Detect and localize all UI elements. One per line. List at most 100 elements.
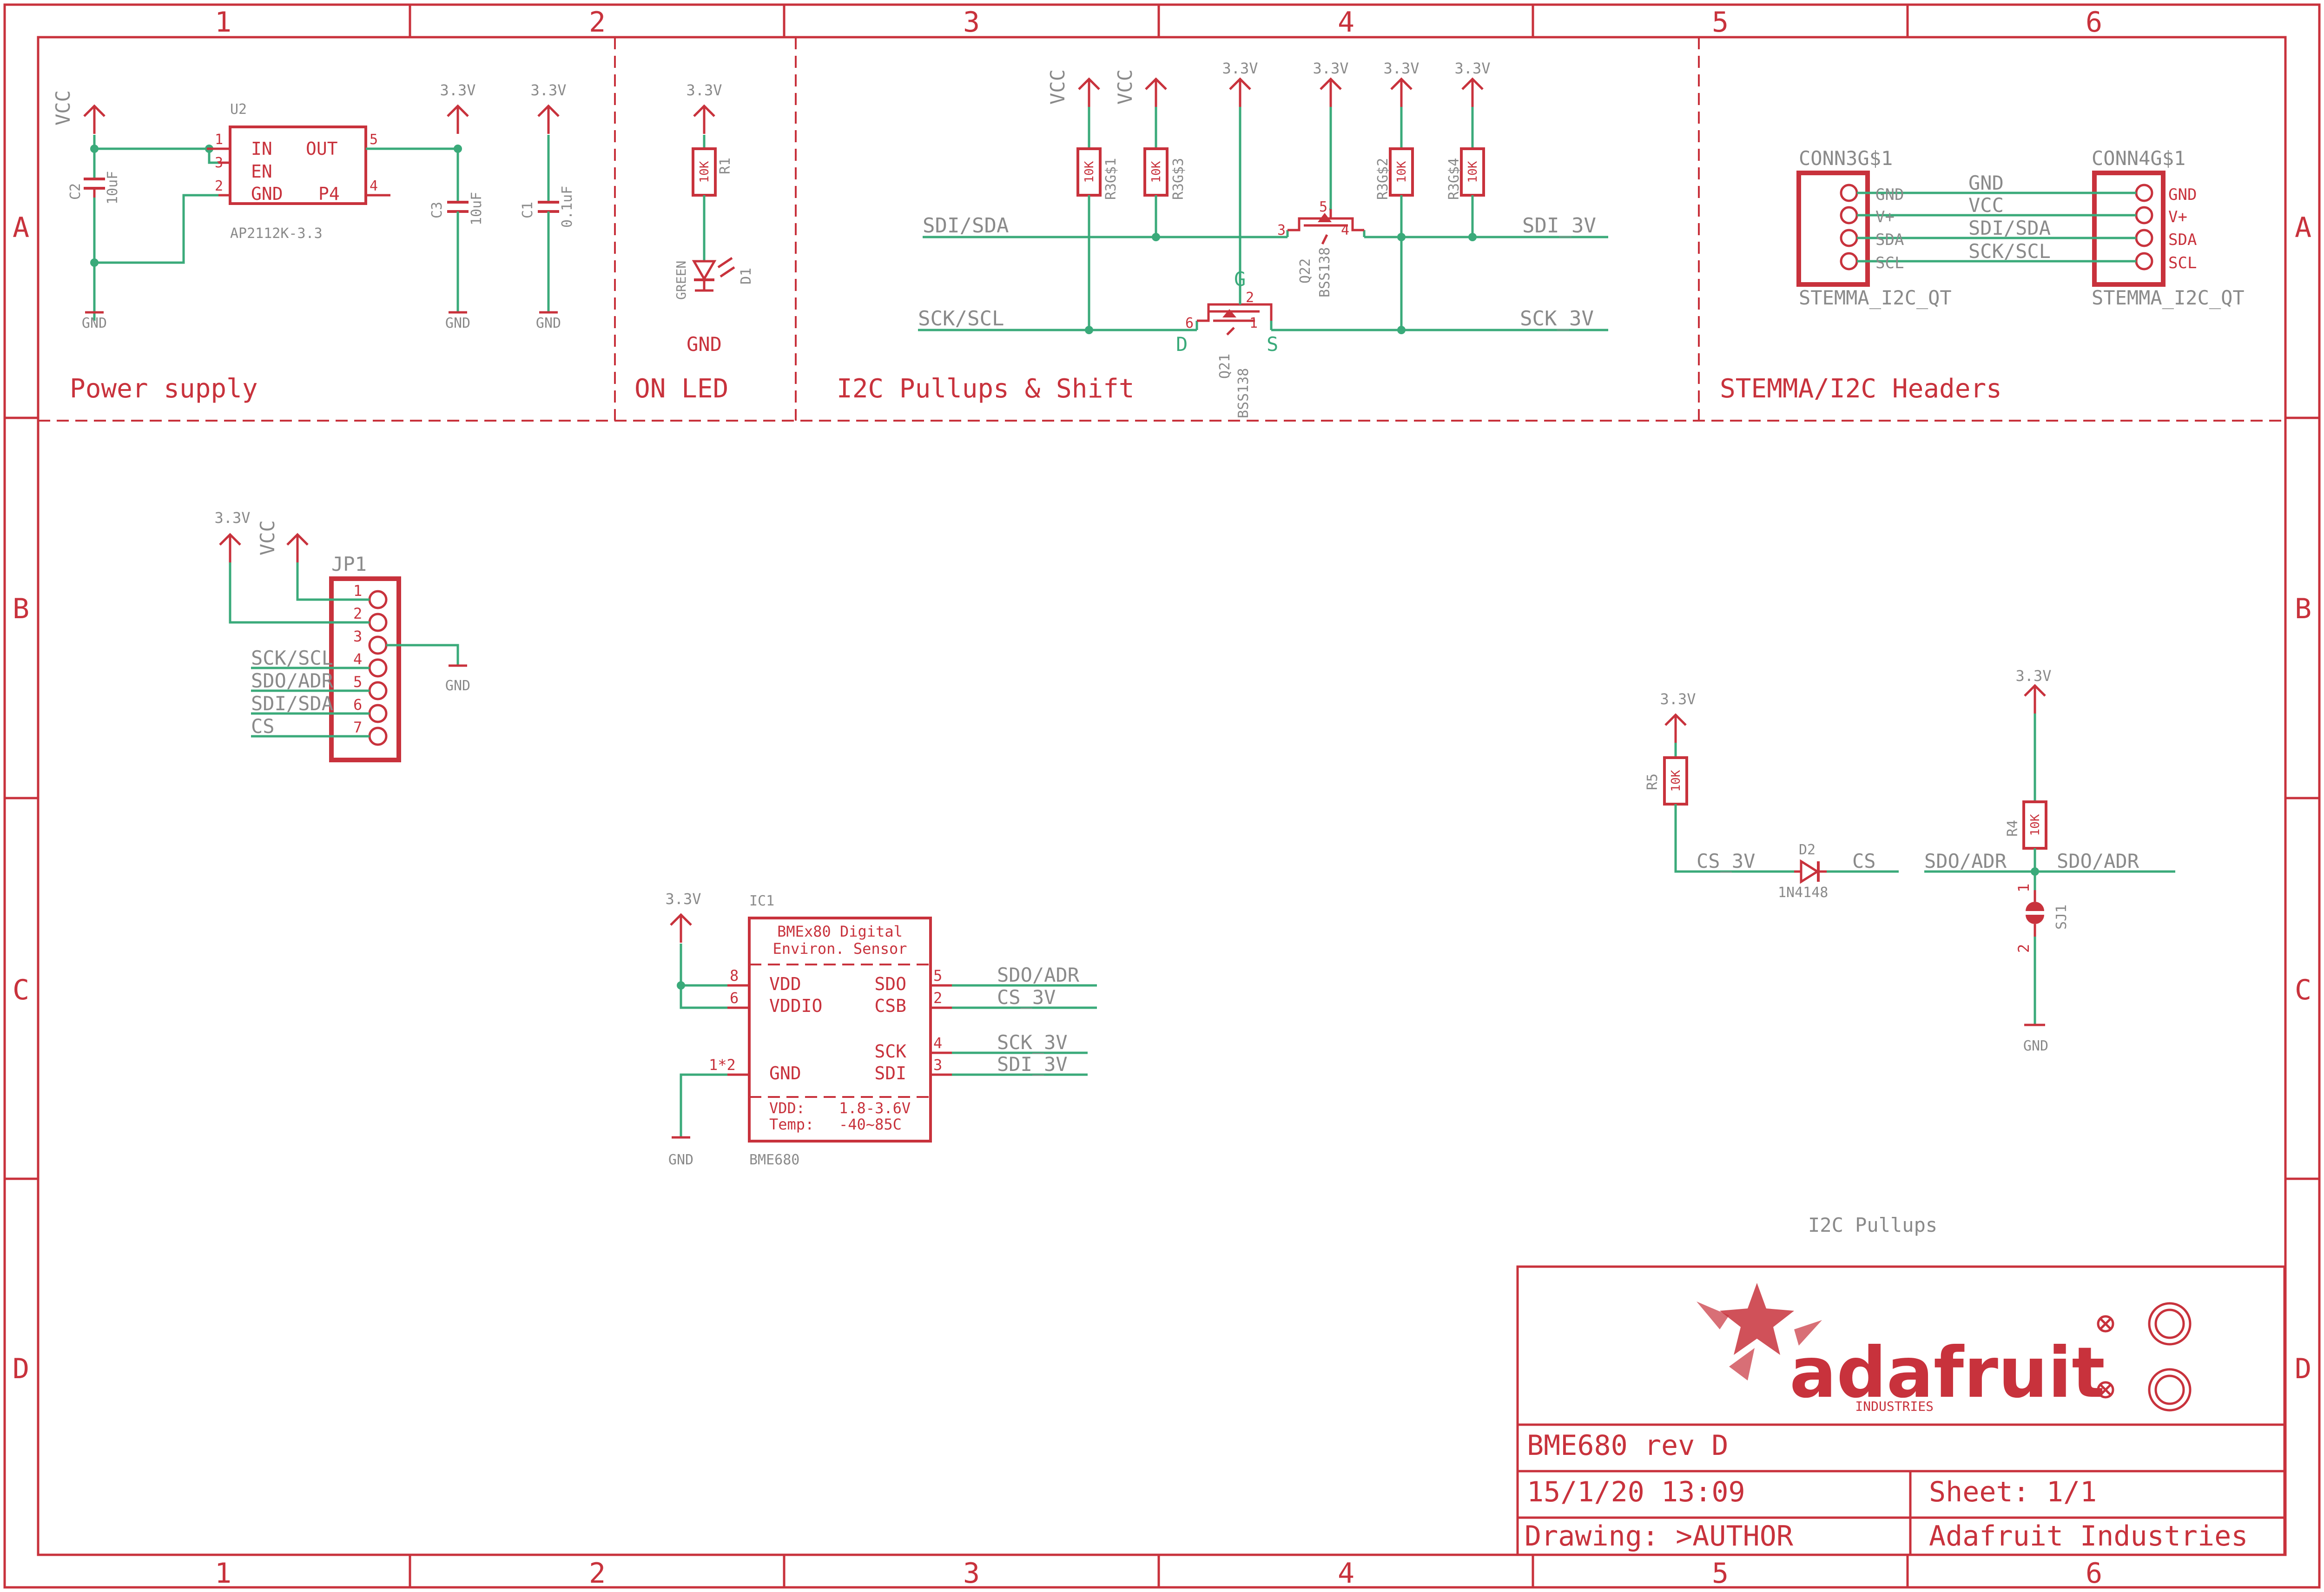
ic1-pin-num-6: 6	[730, 989, 739, 1007]
conn4-pin-gnd: GND	[2168, 185, 2197, 204]
conn3-name: CONN3G$1	[1799, 147, 1893, 170]
frame-row-a-right: A	[2295, 211, 2311, 244]
ic1-3v3-label: 3.3V	[665, 890, 701, 908]
jp1-vcc-label: VCC	[256, 520, 279, 555]
conn3-pin-gnd: GND	[1875, 185, 1904, 204]
ic1-vdd-label: VDD:	[769, 1099, 805, 1117]
frame-col-4-bottom: 4	[1338, 1557, 1354, 1590]
r5-name: R5	[1644, 773, 1661, 790]
ic1-net-sdi-3v: SDI_3V	[997, 1053, 1068, 1076]
frame-row-d-left: D	[13, 1353, 29, 1385]
r3g3-name: R3G$3	[1170, 158, 1187, 200]
ic1-pin-csb: CSB	[874, 996, 906, 1016]
conn4-body	[2092, 171, 2166, 287]
led-3v3-label: 3.3V	[686, 81, 722, 99]
r4-3v3-label: 3.3V	[2015, 667, 2051, 685]
power-supply-section: VCC C2 10uF GND IN EN GND OUT P4 1 2 3 4…	[52, 81, 575, 331]
u2-value: AP2112K-3.3	[230, 225, 323, 242]
frame-row-d-right: D	[2295, 1353, 2311, 1385]
conn4-value: STEMMA_I2C_QT	[2092, 286, 2245, 309]
frame-col-6-bottom: 6	[2086, 1557, 2102, 1590]
ic1-body	[748, 917, 932, 1143]
q21-drain-label: D	[1176, 333, 1188, 356]
r4-value: 10K	[2028, 814, 2042, 836]
stemma-net-sck-scl: SCK/SCL	[1968, 240, 2051, 263]
drawing-title: BME680 rev D	[1527, 1429, 1728, 1462]
jp1-net-sck-scl: SCK/SCL	[251, 647, 333, 669]
frame-col-3-bottom: 3	[963, 1557, 980, 1590]
c1-3v3-label: 3.3V	[530, 81, 566, 99]
section-title-i2c-pullups: I2C Pullups	[1808, 1214, 1937, 1236]
conn3-body	[1796, 171, 1870, 287]
r3g3-value: 10K	[1149, 161, 1163, 183]
c2-value: 10uF	[105, 171, 121, 205]
adr-net-right: SDO/ADR	[2057, 850, 2139, 872]
frame-col-4-top: 4	[1338, 6, 1354, 39]
r3g2-value: 10K	[1395, 161, 1409, 183]
conn3-pin-vplus: V+	[1875, 208, 1895, 226]
c3-value: 10uF	[469, 192, 485, 225]
jp1-net-sdo-adr: SDO/ADR	[251, 669, 334, 692]
ic1-pin-sdo: SDO	[874, 974, 906, 994]
conn4-pin-sda: SDA	[2168, 231, 2197, 249]
r4-name: R4	[2005, 820, 2021, 837]
c2-name: C2	[67, 183, 84, 200]
u2-pin-5: 5	[370, 132, 378, 148]
section-title-on-led: ON LED	[634, 374, 728, 404]
q21-pin-g: 2	[1246, 290, 1254, 306]
q22-pin-s: 3	[1277, 222, 1286, 238]
drawing-company: Adafruit Industries	[1929, 1520, 2248, 1552]
frame-row-a-left: A	[13, 211, 29, 244]
q21-gate-label: G	[1234, 268, 1246, 291]
u2-pin-gnd: GND	[251, 184, 283, 204]
q21-pin-d: 6	[1185, 315, 1194, 331]
q22-pin-d: 4	[1341, 222, 1349, 238]
frame-col-3-top: 3	[963, 6, 980, 39]
net-sck-scl-label: SCK/SCL	[918, 307, 1004, 330]
c2-gnd-label: GND	[82, 315, 107, 331]
r5-value: 10K	[1669, 770, 1683, 792]
drawing-author: Drawing: >AUTHOR	[1525, 1520, 1794, 1552]
cs-circuit-section: 3.3V 10K R5 CS_3V CS D2 1N4148	[1644, 690, 1899, 901]
net-sdi-3v-label: SDI_3V	[1522, 214, 1596, 238]
sj1-pin-1: 1	[2015, 884, 2033, 892]
vcc-label: VCC	[52, 90, 74, 126]
ic1-title-line-1: BMEx80 Digital	[777, 923, 903, 940]
frame-col-6-top: 6	[2086, 6, 2102, 39]
d2-diode-symbol	[1794, 859, 1827, 884]
r3g4-name: R3G$4	[1446, 158, 1462, 200]
u2-pin-3: 3	[215, 155, 223, 171]
ic1-net-sck-3v: SCK_3V	[997, 1031, 1068, 1054]
i2c-3v3-label-2: 3.3V	[1313, 59, 1348, 77]
frame-col-5-bottom: 5	[1712, 1557, 1729, 1590]
ic1-temp-label: Temp:	[769, 1116, 814, 1133]
frame-col-2-top: 2	[589, 6, 606, 39]
ic1-pin-vddio: VDDIO	[769, 996, 822, 1016]
conn3-pin-sda: SDA	[1875, 231, 1904, 249]
r5-3v3-label: 3.3V	[1660, 690, 1696, 708]
jp1-body	[329, 576, 401, 762]
section-title-i2c-pullups-shift: I2C Pullups & Shift	[837, 374, 1135, 404]
frame-col-1-bottom: 1	[215, 1557, 231, 1590]
drawing-frame	[3, 3, 2321, 1589]
ic1-net-sdo-adr: SDO/ADR	[997, 964, 1080, 986]
u2-pin-4: 4	[370, 178, 378, 194]
ic1-temp-value: -40~85C	[839, 1116, 902, 1133]
section-title-power-supply: Power supply	[70, 374, 258, 404]
q21-source-label: S	[1267, 333, 1278, 356]
jp1-net-cs: CS	[251, 715, 275, 738]
stemma-section: CONN3G$1 CONN4G$1 STEMMA_I2C_QT STEMMA_I…	[1796, 147, 2245, 309]
frame-row-c-right: C	[2295, 974, 2311, 1006]
ic1-pin-num-1-2: 1*2	[709, 1056, 736, 1074]
jp1-pin-7: 7	[353, 719, 362, 736]
r1-name: R1	[717, 158, 733, 174]
c3-name: C3	[429, 202, 445, 218]
c3-3v3-label: 3.3V	[440, 81, 475, 99]
drawing-sheet: Sheet: 1/1	[1929, 1476, 2097, 1508]
i2c-3v3-label-1: 3.3V	[1222, 59, 1258, 77]
q22-name: Q22	[1297, 258, 1314, 284]
frame-row-b-left: B	[13, 593, 29, 625]
section-title-stemma-headers: STEMMA/I2C Headers	[1720, 374, 2002, 404]
q22-value: BSS138	[1317, 247, 1333, 297]
